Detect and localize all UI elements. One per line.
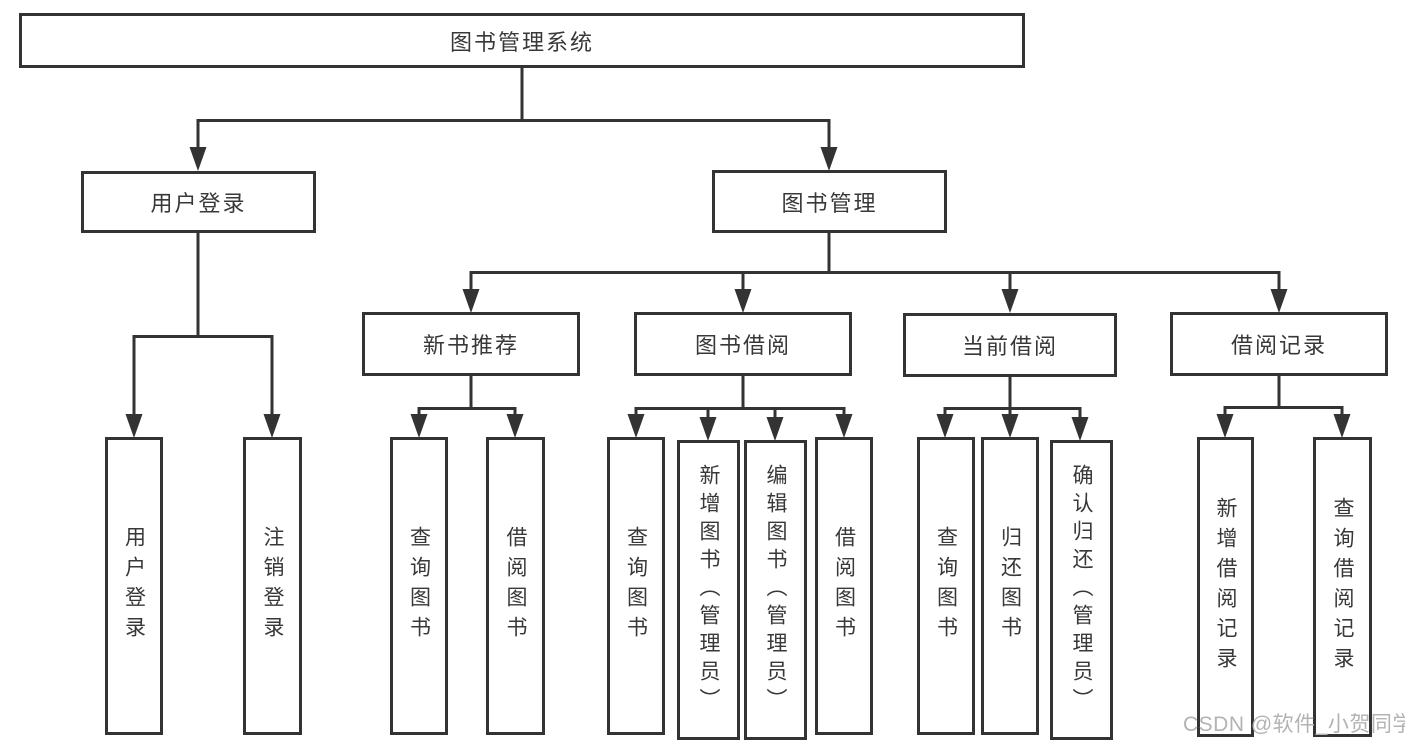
node-leaf-query-borrow-record-label: 查询借阅记录	[1331, 497, 1354, 677]
connector-user-login-bracket	[132, 335, 274, 416]
node-leaf-borrow-book-1-label: 借阅图书	[504, 526, 527, 646]
arrowhead-leaf-edit-book	[766, 417, 784, 441]
node-leaf-borrow-book-2-label: 借阅图书	[832, 526, 856, 646]
node-leaf-return-book-label: 归还图书	[998, 526, 1022, 646]
arrowhead-leaf-query-book-3	[936, 414, 954, 438]
node-root: 图书管理系统	[19, 13, 1025, 68]
node-leaf-query-book-2: 查询图书	[607, 437, 665, 735]
arrowhead-leaf-return-book	[1001, 414, 1019, 438]
node-leaf-add-borrow-record: 新增借阅记录	[1197, 437, 1254, 737]
node-leaf-add-borrow-record-label: 新增借阅记录	[1214, 497, 1237, 677]
arrowhead-leaf-borrow-book-1	[506, 414, 524, 438]
node-new-book-recommend: 新书推荐	[362, 312, 580, 376]
node-leaf-confirm-return: 确认归还（管理员）	[1050, 440, 1113, 740]
node-leaf-confirm-return-label: 确认归还（管理员）	[1070, 464, 1093, 716]
connector-borrow-record-bracket	[1223, 406, 1344, 415]
connector-level2-bracket	[196, 119, 831, 148]
node-leaf-query-book-1: 查询图书	[390, 437, 448, 735]
node-leaf-add-book: 新增图书（管理员）	[677, 440, 740, 740]
node-leaf-user-login-label: 用户登录	[122, 526, 146, 646]
node-root-label: 图书管理系统	[449, 29, 594, 55]
node-leaf-query-book-3-label: 查询图书	[934, 526, 958, 646]
node-book-borrow: 图书借阅	[634, 312, 852, 376]
arrowhead-leaf-add-borrow-record	[1216, 414, 1234, 438]
arrowhead-current-borrow	[1001, 289, 1019, 313]
node-leaf-query-borrow-record: 查询借阅记录	[1313, 437, 1372, 737]
node-user-login: 用户登录	[81, 171, 316, 233]
connector-book-borrow-bracket	[634, 407, 846, 416]
node-leaf-add-book-label: 新增图书（管理员）	[697, 464, 720, 716]
arrowhead-book-borrow	[734, 289, 752, 313]
node-book-management-label: 图书管理	[781, 190, 878, 216]
node-book-management: 图书管理	[712, 170, 947, 233]
node-leaf-borrow-book-2: 借阅图书	[815, 437, 873, 735]
arrowhead-book-management	[820, 147, 838, 171]
arrowhead-leaf-borrow-book-2	[835, 414, 853, 438]
node-user-login-label: 用户登录	[150, 191, 247, 216]
node-leaf-query-book-3: 查询图书	[917, 437, 975, 735]
node-leaf-query-book-1-label: 查询图书	[407, 526, 431, 646]
node-leaf-user-login: 用户登录	[105, 437, 163, 735]
arrowhead-leaf-query-borrow-record	[1333, 414, 1351, 438]
arrowhead-leaf-query-book-1	[410, 414, 428, 438]
node-borrow-record-label: 借阅记录	[1230, 333, 1327, 358]
connector-current-borrow-bracket	[943, 407, 1082, 419]
arrowhead-leaf-confirm-return	[1071, 417, 1089, 441]
arrowhead-leaf-query-book-2	[627, 414, 645, 438]
node-leaf-edit-book: 编辑图书（管理员）	[744, 440, 807, 740]
arrowhead-user-login	[189, 147, 207, 171]
arrowhead-leaf-add-book	[699, 417, 717, 441]
node-book-borrow-label: 图书借阅	[694, 333, 791, 358]
node-leaf-query-book-2-label: 查询图书	[624, 526, 648, 646]
node-current-borrow-label: 当前借阅	[961, 334, 1058, 359]
node-new-book-recommend-label: 新书推荐	[422, 333, 519, 358]
node-leaf-logout-label: 注销登录	[261, 526, 284, 646]
node-leaf-return-book: 归还图书	[981, 437, 1039, 735]
connector-new-book-bracket	[417, 407, 517, 416]
arrowhead-borrow-record	[1270, 289, 1288, 313]
arrowhead-leaf-user-login	[125, 414, 143, 438]
watermark-text: CSDN @软件_小贺同学	[1183, 713, 1405, 736]
node-borrow-record: 借阅记录	[1170, 312, 1388, 376]
node-leaf-borrow-book-1: 借阅图书	[486, 437, 545, 735]
arrowhead-leaf-logout	[263, 414, 281, 438]
arrowhead-new-book-recommend	[462, 289, 480, 313]
node-leaf-logout: 注销登录	[243, 437, 302, 735]
node-leaf-edit-book-label: 编辑图书（管理员）	[764, 464, 787, 716]
node-current-borrow: 当前借阅	[903, 313, 1117, 377]
connector-level3-bracket	[469, 271, 1281, 291]
